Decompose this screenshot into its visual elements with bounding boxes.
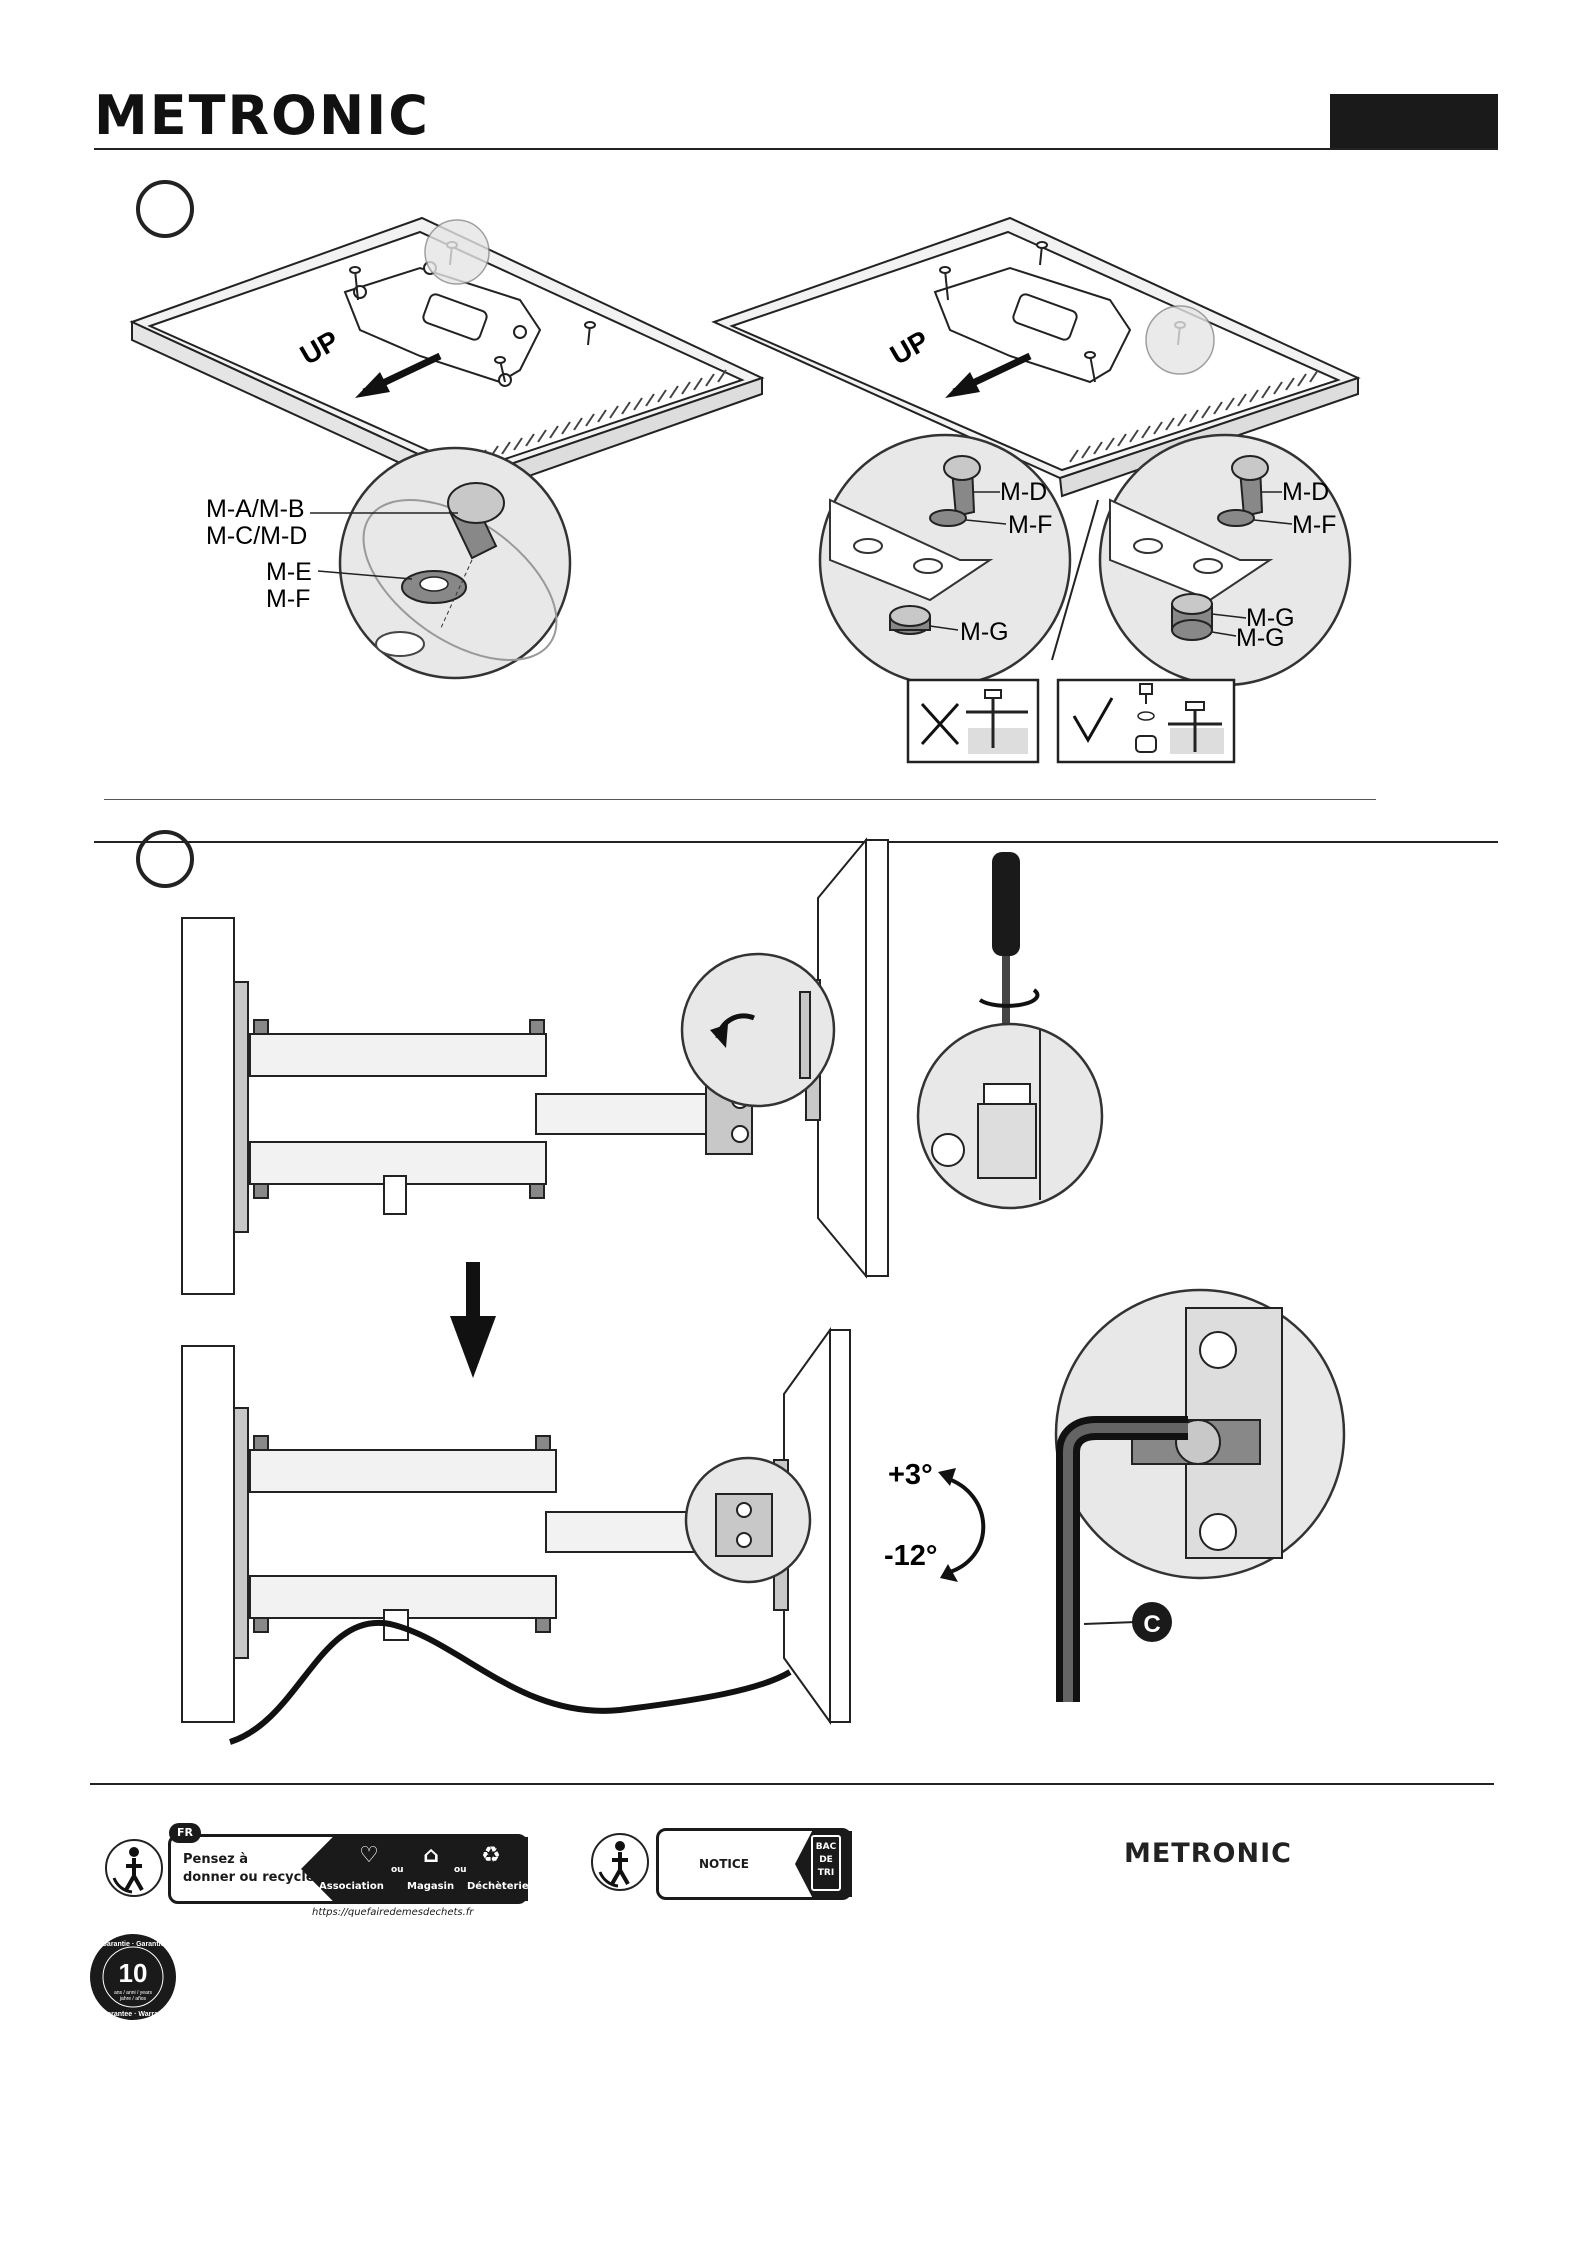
correct-example-box	[1058, 680, 1234, 762]
label-ma-mb: M-A/M-B	[206, 495, 305, 523]
notice-label: NOTICE	[699, 1857, 749, 1871]
svg-text:10: 10	[119, 1958, 148, 1988]
option-magasin: Magasin	[407, 1881, 454, 1892]
triman-text-line2: donner ou recycler.	[183, 1869, 324, 1887]
label-mc-md: M-C/M-D	[206, 522, 307, 550]
cable	[230, 1623, 790, 1742]
triman-icon-2	[590, 1832, 650, 1892]
zoom-detail-left	[335, 448, 584, 692]
zoom-detail-right-2	[1100, 435, 1350, 685]
arm-upper	[250, 1020, 752, 1214]
triman-text-line1: Pensez à	[183, 1851, 324, 1869]
incorrect-example-box	[908, 680, 1038, 762]
zoom-rotate-detail	[682, 954, 834, 1106]
label-mg-2b: M-G	[1236, 624, 1285, 652]
sorting-bin-icon: BAC DE TRI	[811, 1835, 841, 1891]
label-md-1: M-D	[1000, 478, 1047, 506]
label-mf: M-F	[266, 585, 310, 613]
down-arrow-head	[450, 1316, 496, 1378]
country-badge: FR	[169, 1823, 201, 1843]
or-1: ou	[391, 1865, 404, 1875]
footer-brand-logo: METRONIC	[1124, 1838, 1292, 1869]
arm-lower	[250, 1436, 726, 1640]
tool-c-label: C	[1143, 1611, 1160, 1638]
down-arrow-shaft	[466, 1262, 480, 1322]
label-me: M-E	[266, 558, 312, 586]
heart-hand-icon: ♡	[349, 1843, 389, 1873]
step2-illustration: +3° -12° C	[0, 820, 1588, 1760]
wall-upper	[182, 918, 248, 1294]
label-mf-2: M-F	[1292, 511, 1336, 539]
label-mg-1: M-G	[960, 618, 1009, 646]
zoom-highlight-left	[425, 220, 489, 284]
svg-text:Garantie · Garantie: Garantie · Garantie	[101, 1941, 164, 1948]
zoom-detail-right-1	[820, 435, 1070, 685]
zoom-highlight-right	[1146, 306, 1214, 374]
svg-text:jahre / años: jahre / años	[119, 1996, 147, 2002]
triman-icon-1	[104, 1838, 164, 1898]
recycling-center-icon: ♻	[471, 1843, 511, 1873]
tilt-up-label: +3°	[888, 1459, 933, 1491]
shop-icon: ⌂	[411, 1843, 451, 1873]
notice-sorting-box: NOTICE BAC DE TRI	[656, 1828, 852, 1900]
label-mf-1: M-F	[1008, 511, 1052, 539]
recycling-url: https://quefairedemesdechets.fr	[312, 1907, 473, 1918]
wall-lower	[182, 1346, 248, 1722]
or-2: ou	[454, 1865, 467, 1875]
svg-text:Guarantee · Warranty: Guarantee · Warranty	[98, 2011, 169, 2018]
triman-info-box: FR Pensez à donner ou recycler. ♡ ⌂ ♻ As…	[168, 1834, 528, 1904]
footer-rule	[90, 1783, 1494, 1785]
tilt-arrow	[946, 1478, 983, 1572]
step1-illustration: UP M-A/M-B M-C/M-D M-E M-F	[0, 0, 1588, 800]
tilt-down-label: -12°	[884, 1540, 938, 1572]
label-md-2: M-D	[1282, 478, 1329, 506]
step1-divider	[104, 799, 1376, 800]
warranty-seal: 10 ans / anni / years jahre / años Garan…	[88, 1932, 178, 2022]
option-decheterie: Déchèterie	[467, 1881, 529, 1892]
option-association: Association	[319, 1881, 384, 1892]
